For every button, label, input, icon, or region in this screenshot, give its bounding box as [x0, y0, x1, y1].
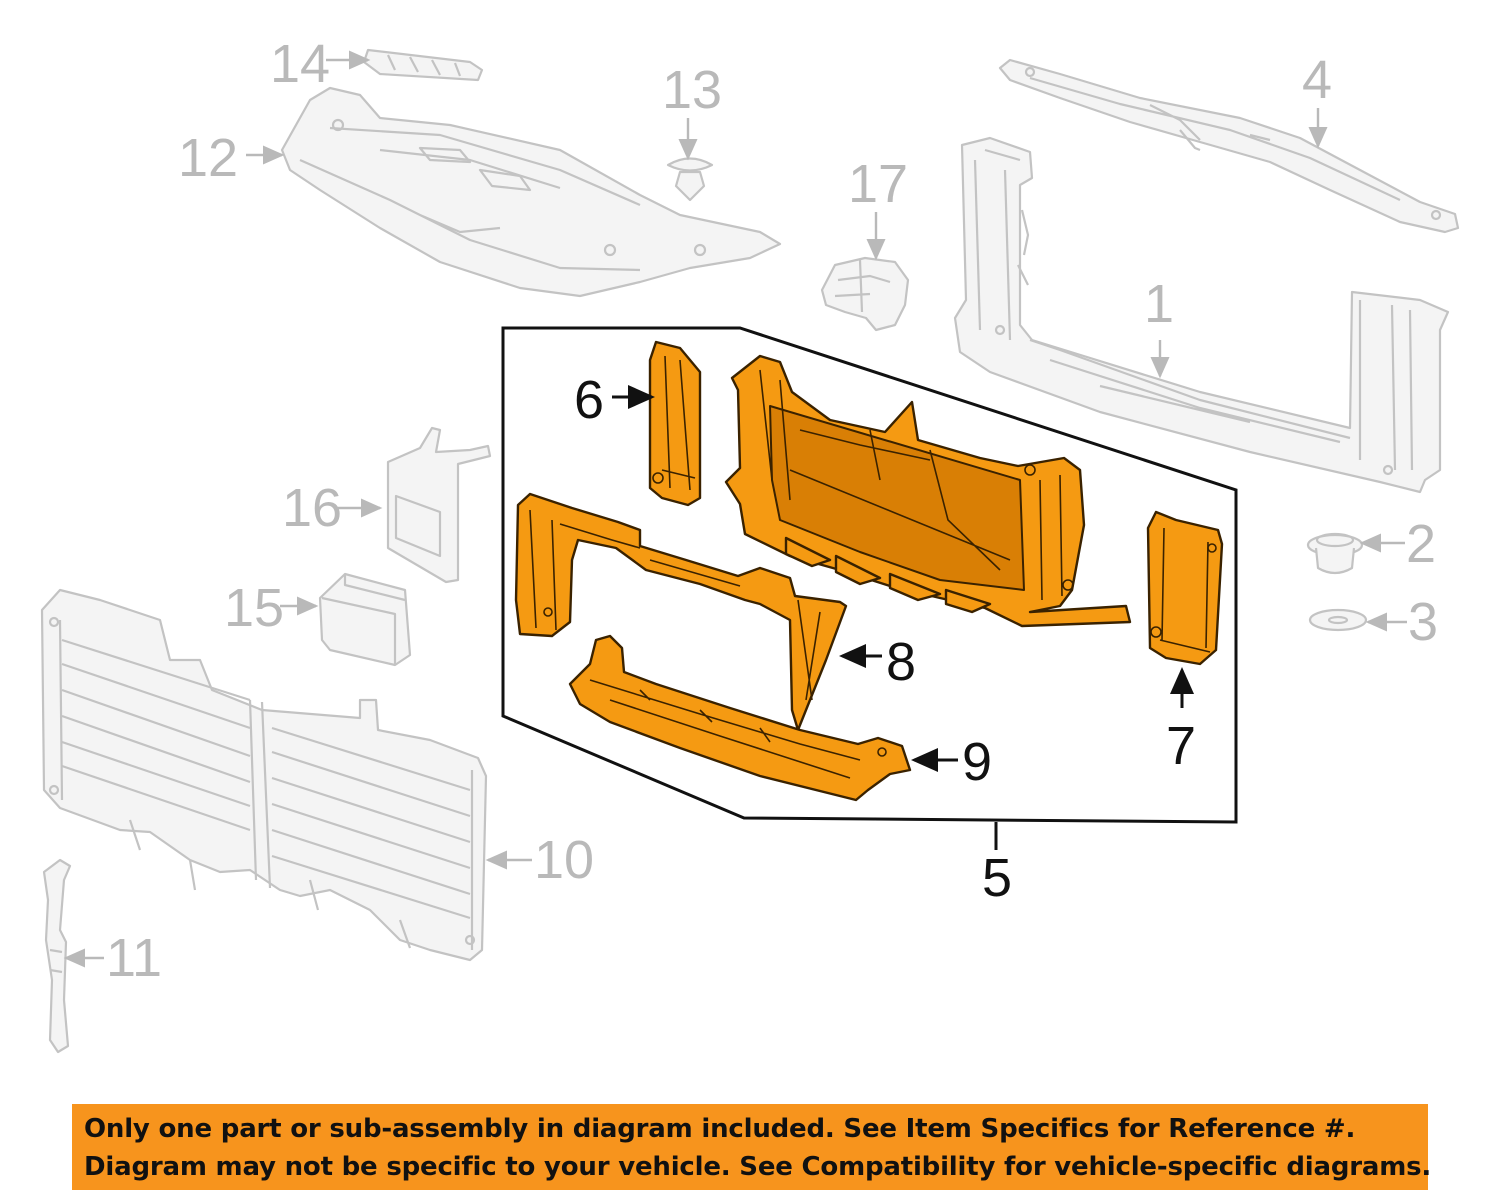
callout-8: 8	[886, 632, 916, 692]
callout-15: 15	[224, 578, 284, 638]
part-5-assembly-outline	[501, 326, 1238, 824]
part-13-push-clip[interactable]	[666, 157, 714, 202]
callout-11: 11	[106, 928, 162, 988]
part-9-lower-reinforcement[interactable]	[568, 634, 912, 802]
part-7-right-baffle[interactable]	[1146, 510, 1224, 666]
disclaimer-banner: Only one part or sub-assembly in diagram…	[72, 1104, 1432, 1190]
part-2-bushing[interactable]	[1306, 532, 1364, 575]
callout-3: 3	[1408, 592, 1438, 652]
callout-12: 12	[178, 128, 238, 188]
part-11-support-bracket[interactable]	[42, 858, 72, 1054]
callout-10: 10	[534, 830, 594, 890]
disclaimer-line-2: Diagram may not be specific to your vehi…	[84, 1152, 1432, 1182]
callout-numbers: 1 2 3 4 5 6 7 8 9 10 11 12 13 14 15 16 1…	[106, 34, 1438, 988]
callout-7: 7	[1166, 716, 1196, 776]
callout-14: 14	[270, 34, 330, 94]
callout-5: 5	[982, 848, 1012, 908]
part-1-radiator-support[interactable]	[953, 136, 1450, 494]
part-4-upper-tie-bar[interactable]	[998, 58, 1460, 234]
callout-4: 4	[1302, 50, 1332, 110]
part-12-upper-cover[interactable]	[280, 86, 782, 298]
part-6-left-baffle[interactable]	[648, 340, 702, 507]
callout-1: 1	[1144, 274, 1174, 334]
part-10-grille-shutter[interactable]	[40, 588, 488, 962]
callout-2: 2	[1406, 514, 1436, 574]
callout-13: 13	[662, 60, 722, 120]
part-5-main-frame[interactable]	[724, 354, 1132, 628]
callout-6: 6	[574, 370, 604, 430]
part-14-label-plate[interactable]	[362, 48, 484, 82]
part-16-module-bracket[interactable]	[386, 426, 492, 584]
callout-17: 17	[848, 154, 908, 214]
part-15-control-module[interactable]	[318, 572, 412, 667]
callout-9: 9	[962, 732, 992, 792]
leader-arrows-ghost	[63, 50, 1407, 968]
leader-arrows-highlight	[612, 385, 1194, 850]
exploded-parts-diagram: 1 2 3 4 5 6 7 8 9 10 11 12 13 14 15 16 1…	[40, 34, 1460, 1054]
part-17-connector[interactable]	[820, 256, 910, 332]
disclaimer-line-1: Only one part or sub-assembly in diagram…	[84, 1114, 1356, 1144]
callout-16: 16	[282, 478, 342, 538]
part-3-washer[interactable]	[1308, 608, 1368, 632]
